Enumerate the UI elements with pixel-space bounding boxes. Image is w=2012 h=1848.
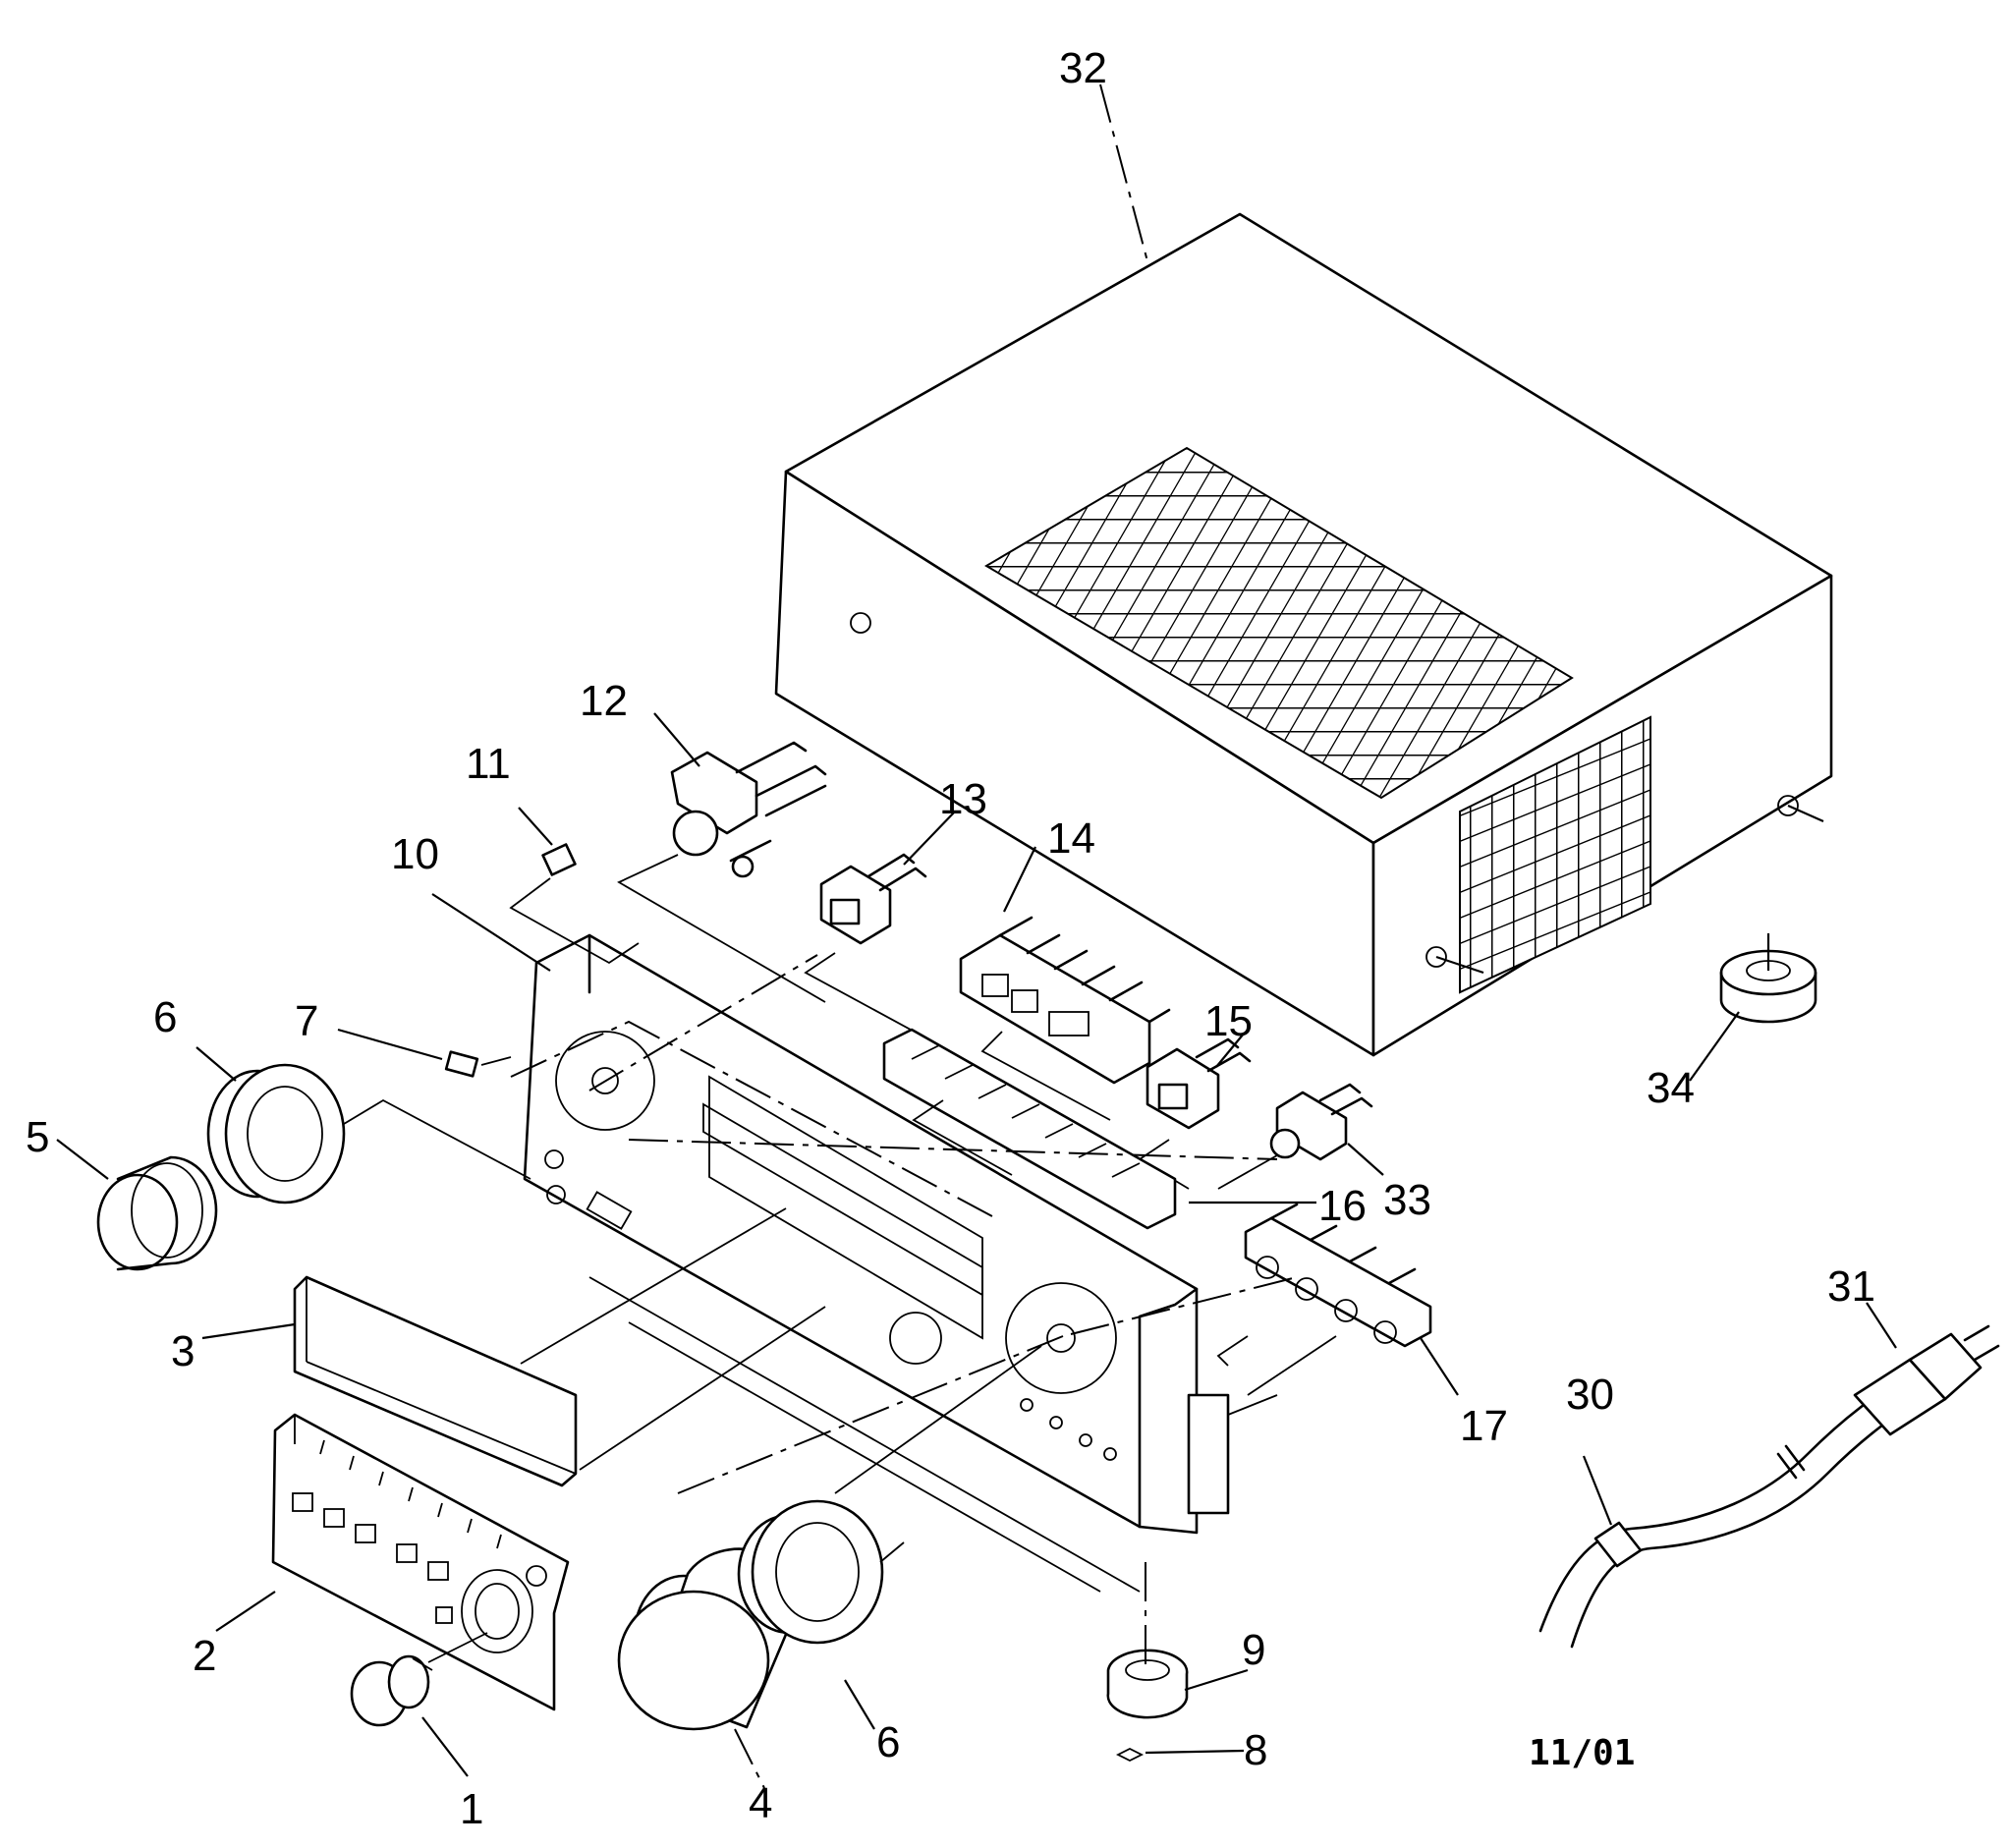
knob-5 bbox=[56, 1139, 218, 1271]
label-3: 3 bbox=[171, 1327, 195, 1375]
switch-bracket-33 bbox=[1217, 1083, 1384, 1190]
front-panel-2 bbox=[215, 1413, 570, 1711]
leader-32 bbox=[1099, 84, 1148, 262]
label-7: 7 bbox=[295, 997, 318, 1045]
foot bbox=[1689, 933, 1817, 1082]
knob-ring-6-lower bbox=[737, 1345, 1042, 1730]
switch-bracket-12 bbox=[617, 712, 827, 1003]
leader-10 bbox=[431, 893, 551, 972]
label-11: 11 bbox=[466, 740, 511, 788]
date-code: 11/01 bbox=[1529, 1733, 1635, 1773]
label-32: 32 bbox=[1059, 44, 1107, 92]
label-13: 13 bbox=[939, 775, 987, 823]
label-5: 5 bbox=[26, 1113, 49, 1161]
switch-bracket-13 bbox=[804, 811, 956, 1048]
display-window-3 bbox=[201, 1207, 826, 1487]
label-8: 8 bbox=[1244, 1726, 1267, 1774]
switch-bracket-15 bbox=[1138, 1033, 1252, 1190]
assembly-guide-lines bbox=[510, 954, 1298, 1494]
label-1: 1 bbox=[460, 1785, 483, 1833]
button-row-16 bbox=[882, 1028, 1316, 1230]
top-cover bbox=[774, 212, 1833, 1057]
label-6-lower: 6 bbox=[876, 1718, 900, 1766]
power-cord bbox=[1538, 1302, 2000, 1649]
label-17: 17 bbox=[1460, 1402, 1508, 1450]
front-chassis bbox=[523, 933, 1278, 1593]
foot-9 bbox=[1106, 1562, 1249, 1719]
label-31: 31 bbox=[1827, 1262, 1875, 1311]
label-33: 33 bbox=[1383, 1176, 1431, 1224]
label-2: 2 bbox=[193, 1632, 216, 1680]
switch-assembly-14 bbox=[959, 846, 1171, 1121]
label-16: 16 bbox=[1318, 1182, 1367, 1230]
label-14: 14 bbox=[1047, 814, 1095, 863]
label-9: 9 bbox=[1242, 1626, 1265, 1674]
label-34: 34 bbox=[1647, 1064, 1695, 1112]
label-10: 10 bbox=[391, 830, 439, 878]
label-12: 12 bbox=[580, 677, 628, 725]
knob-1 bbox=[350, 1654, 469, 1777]
label-30: 30 bbox=[1566, 1371, 1614, 1419]
small-part-7 bbox=[337, 1028, 512, 1078]
switch-bracket-17 bbox=[1216, 1203, 1459, 1396]
small-button-11 bbox=[509, 807, 640, 965]
label-4: 4 bbox=[749, 1779, 772, 1827]
label-6-upper: 6 bbox=[153, 993, 177, 1041]
label-15: 15 bbox=[1204, 997, 1253, 1045]
knob-ring-6-upper bbox=[196, 1046, 531, 1204]
screw-8 bbox=[1115, 1747, 1245, 1763]
